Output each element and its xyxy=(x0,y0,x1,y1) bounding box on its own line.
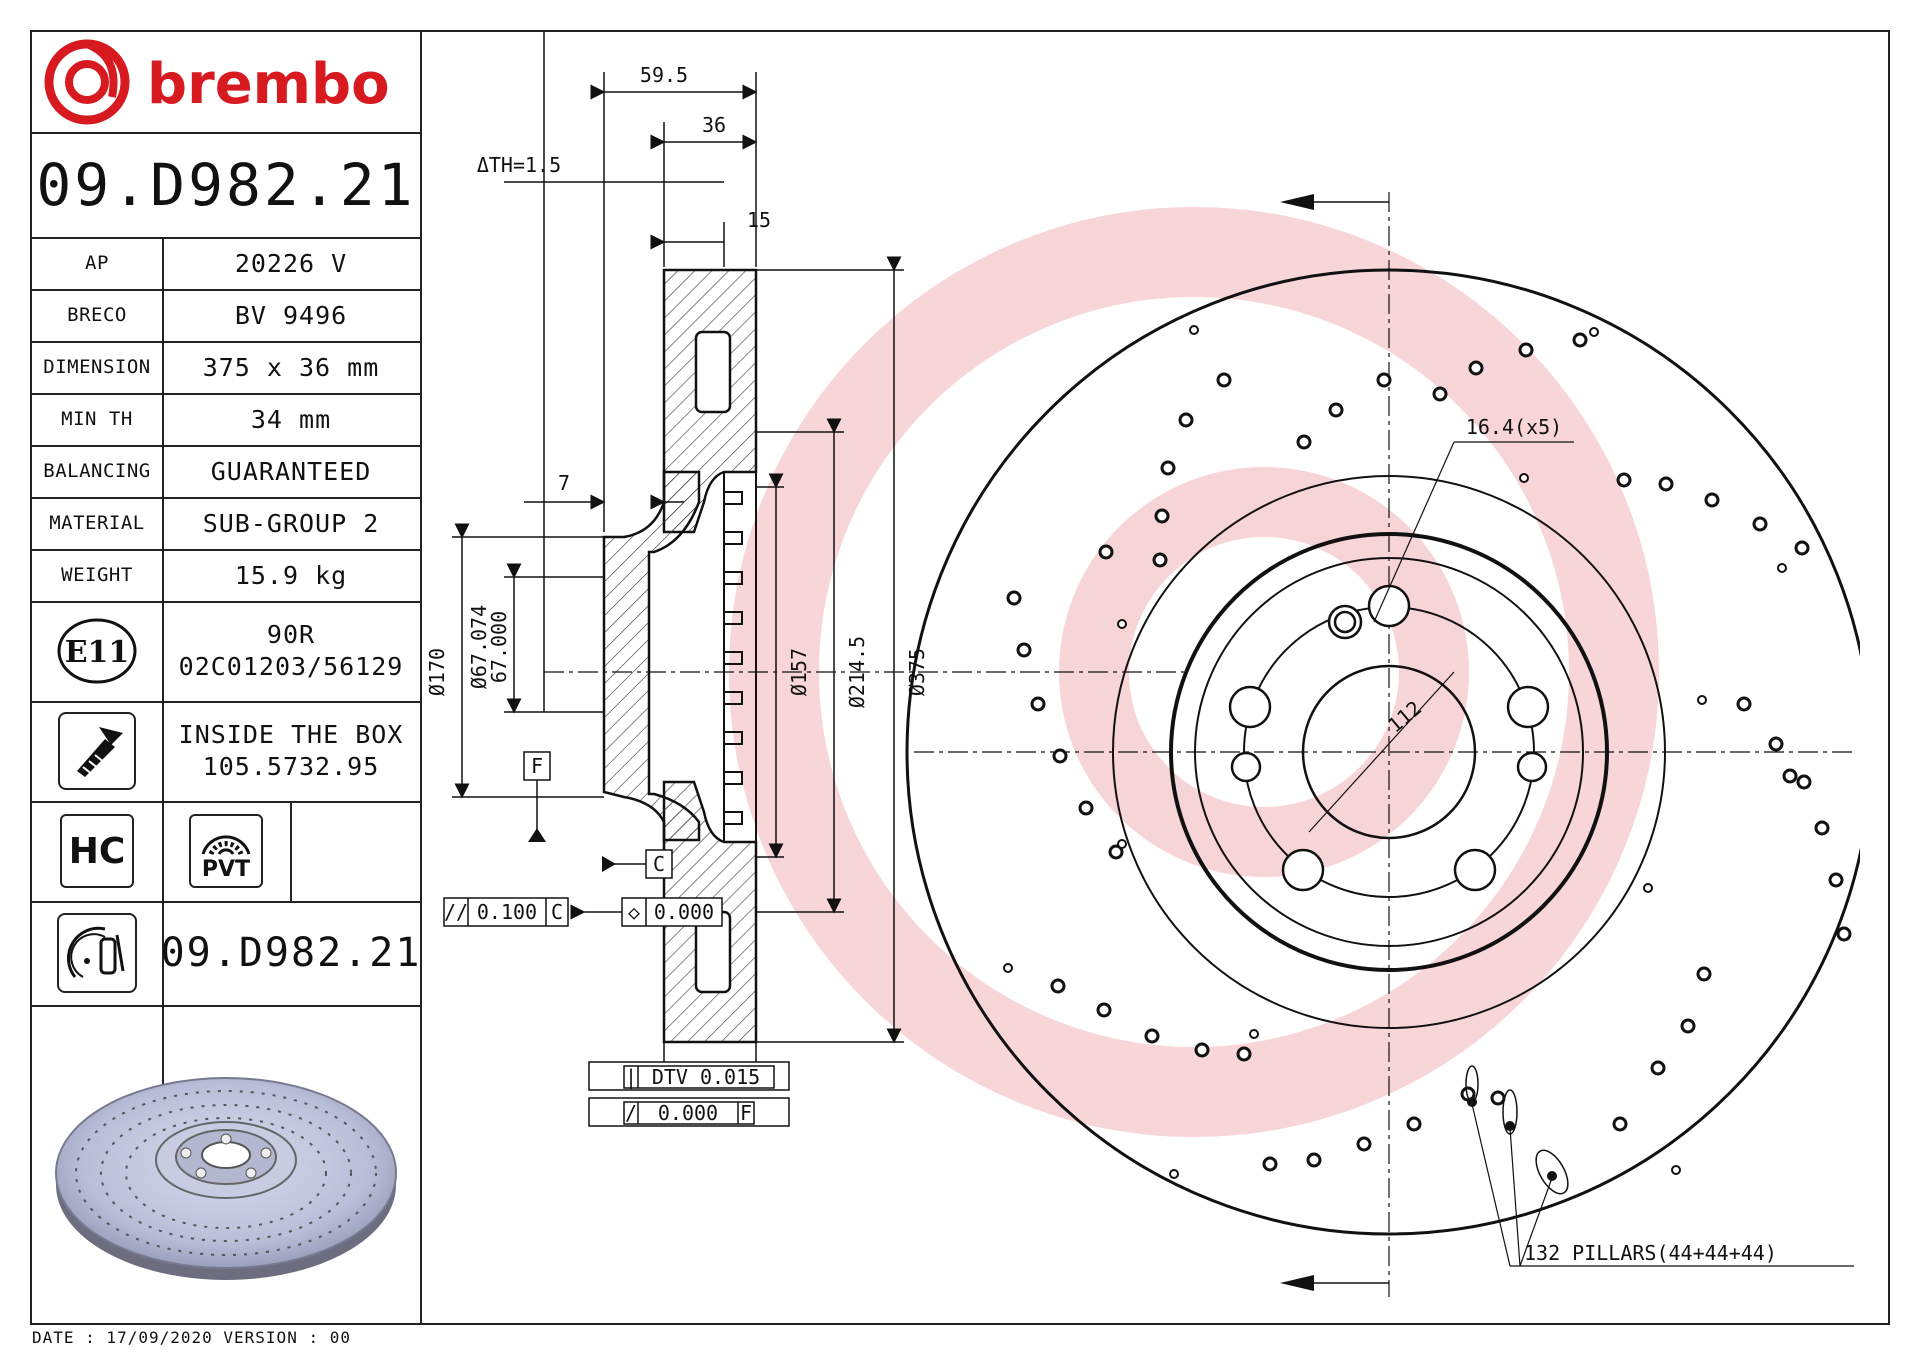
dim-d214-5: Ø214.5 xyxy=(845,636,869,708)
approval-mark: E11 xyxy=(32,601,162,701)
front-view: 16.4(x5) 112 xyxy=(905,192,1860,1297)
caliper-disc-icon xyxy=(57,913,137,993)
tolerance-parallel: // 0.100 C xyxy=(443,897,569,927)
tolerance-flatness: ◇ 0.000 xyxy=(570,897,723,927)
dim-d67-074: Ø67.074 xyxy=(467,605,491,689)
drill-holes xyxy=(1006,332,1852,1172)
drawing-sheet: brembo 09.D982.21 AP 20226 V BRECO BV 94… xyxy=(30,30,1890,1325)
approval-line1: 90R xyxy=(266,619,316,649)
spec-label-ap: AP xyxy=(85,252,109,274)
hc-badge: HC xyxy=(60,814,134,888)
technical-drawing: 59.5 36 ΔTH=1.5 15 7 Ø170 Ø67.074 67.000… xyxy=(425,32,1860,1297)
spec-value-material: SUB-GROUP 2 xyxy=(202,508,380,538)
dim-th-tolerance: ΔTH=1.5 xyxy=(477,153,561,177)
spec-value-breco: BV 9496 xyxy=(234,300,348,330)
svg-text:C: C xyxy=(653,852,665,876)
svg-text:DTV 0.015: DTV 0.015 xyxy=(652,1065,760,1089)
approval-info: 90R 02C01203/56129 xyxy=(162,601,420,701)
svg-text:/: / xyxy=(625,1101,637,1125)
pvt-badge-cell: PVT xyxy=(162,801,292,901)
accessory-line1: INSIDE THE BOX xyxy=(178,719,404,749)
pillars-text: 132 PILLARS(44+44+44) xyxy=(1524,1241,1777,1265)
svg-text:0.000: 0.000 xyxy=(658,1101,718,1125)
pvt-badge: PVT xyxy=(189,814,263,888)
tolerance-runout: / 0.000 F xyxy=(623,1101,755,1125)
brand-logo: brembo xyxy=(32,32,420,132)
small-drill-holes xyxy=(1003,325,1787,1179)
tolerance-dtv: | DTV 0.015 xyxy=(623,1065,775,1089)
brembo-logo-icon: brembo xyxy=(44,39,390,125)
part-number-repeat: 09.D982.21 xyxy=(160,930,422,976)
spec-label-material: MATERIAL xyxy=(49,512,145,534)
svg-text:0.000: 0.000 xyxy=(654,900,714,924)
accessory-info: INSIDE THE BOX 105.5732.95 xyxy=(162,701,420,801)
approval-line2: 02C01203/56129 xyxy=(178,652,404,681)
spec-label-breco: BRECO xyxy=(67,304,127,326)
svg-text:◇: ◇ xyxy=(628,900,640,924)
datum-f: F xyxy=(523,751,551,842)
spec-value-ap: 20226 V xyxy=(234,248,348,278)
caliper-icon-cell xyxy=(32,901,162,1005)
pvt-badge-text: PVT xyxy=(201,857,251,882)
dim-disc-thickness: 36 xyxy=(702,113,726,137)
footer-date-version: DATE : 17/09/2020 VERSION : 00 xyxy=(32,1328,351,1347)
dim-d170: Ø170 xyxy=(425,648,449,696)
svg-text:0.100: 0.100 xyxy=(477,900,537,924)
product-image xyxy=(32,1007,420,1323)
pillars-callout: 132 PILLARS(44+44+44) xyxy=(1465,1065,1854,1267)
svg-text:C: C xyxy=(551,900,563,924)
dim-offset: 7 xyxy=(558,471,570,495)
hc-badge-cell: HC xyxy=(32,801,162,901)
dim-d157: Ø157 xyxy=(787,648,811,696)
brake-disc-render xyxy=(55,1077,397,1280)
dim-braking-face: 15 xyxy=(747,208,771,232)
accessory-line2: 105.5732.95 xyxy=(202,752,380,781)
spec-value-dimension: 375 x 36 mm xyxy=(202,352,380,382)
spec-label-dimension: DIMENSION xyxy=(43,356,151,378)
dim-bolt-hole: 16.4(x5) xyxy=(1466,415,1562,439)
spec-label-min-th: MIN TH xyxy=(61,408,133,430)
spec-value-balancing: GUARANTEED xyxy=(210,456,372,486)
part-number: 09.D982.21 xyxy=(36,150,416,219)
svg-text:|: | xyxy=(625,1065,637,1089)
datum-c: C xyxy=(602,849,673,879)
svg-text:F: F xyxy=(531,754,543,778)
dim-d67-000: 67.000 xyxy=(487,611,511,683)
spec-label-balancing: BALANCING xyxy=(43,460,151,482)
dimension-lines xyxy=(452,32,904,1127)
screw-icon xyxy=(58,712,136,790)
spec-label-weight: WEIGHT xyxy=(61,564,133,586)
spec-value-weight: 15.9 kg xyxy=(234,560,348,590)
svg-text:F: F xyxy=(740,1101,752,1125)
spec-value-min-th: 34 mm xyxy=(250,404,332,434)
brand-name: brembo xyxy=(147,52,390,117)
approval-mark-text: E11 xyxy=(65,635,130,670)
title-block: brembo 09.D982.21 AP 20226 V BRECO BV 94… xyxy=(32,32,422,1323)
bolt-holes xyxy=(1228,584,1550,892)
pvt-disc-icon xyxy=(201,835,251,856)
e-mark-icon: E11 xyxy=(57,618,137,684)
screw-icon-cell xyxy=(32,701,162,801)
dim-overall-width: 59.5 xyxy=(640,63,688,87)
svg-text://: // xyxy=(444,900,468,924)
